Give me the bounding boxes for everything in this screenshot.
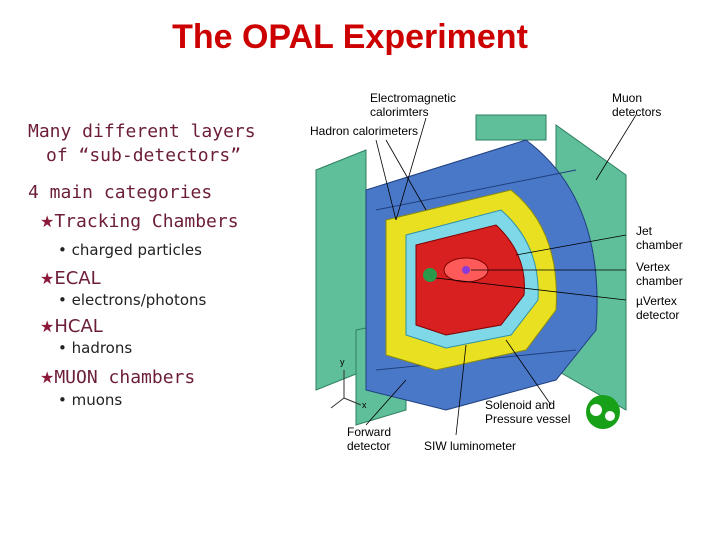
category-item: ★MUON chambers bbox=[40, 367, 195, 388]
label-forward: Forward detector bbox=[347, 425, 392, 453]
vertex-chamber bbox=[462, 266, 470, 274]
opal-logo bbox=[586, 395, 620, 429]
star-icon: ★ bbox=[40, 269, 55, 288]
category-detail-text: electrons/photons bbox=[71, 291, 207, 309]
label-solenoid: Solenoid and Pressure vessel bbox=[485, 398, 571, 426]
label-muon: Muon detectors bbox=[612, 91, 662, 119]
category-name: HCAL bbox=[54, 316, 103, 337]
category-name: ECAL bbox=[54, 268, 101, 289]
category-item: ★HCAL bbox=[40, 316, 103, 337]
label-pointers bbox=[365, 114, 637, 436]
categories-heading: 4 main categories bbox=[28, 182, 213, 203]
axis-x-label: x bbox=[362, 400, 367, 410]
category-item: ★ECAL bbox=[40, 268, 101, 289]
label-siw: SIW luminometer bbox=[424, 439, 517, 453]
page-title: The OPAL Experiment bbox=[172, 18, 528, 56]
category-name: MUON chambers bbox=[54, 367, 196, 388]
category-detail: • muons bbox=[58, 391, 123, 409]
category-detail-text: charged particles bbox=[71, 241, 202, 259]
category-detail: • electrons/photons bbox=[58, 291, 207, 309]
label-hadron: Hadron calorimeters bbox=[310, 124, 419, 138]
label-uvertex: µVertex detector bbox=[636, 294, 680, 322]
axis-y-label: y bbox=[340, 357, 345, 367]
star-icon: ★ bbox=[40, 212, 55, 231]
label-jet: Jet chamber bbox=[636, 224, 683, 252]
star-icon: ★ bbox=[40, 317, 55, 336]
jet-chamber bbox=[415, 224, 525, 336]
category-item: ★Tracking Chambers bbox=[40, 211, 239, 232]
micro-vertex-detector bbox=[423, 268, 437, 282]
label-electromagnetic: Electromagnetic calorimters bbox=[370, 91, 457, 119]
category-detail: • hadrons bbox=[58, 339, 133, 357]
category-detail-text: hadrons bbox=[71, 339, 133, 357]
category-detail-text: muons bbox=[71, 391, 123, 409]
axis-glyph bbox=[330, 370, 362, 409]
category-detail: • charged particles bbox=[58, 241, 202, 259]
intro-line-2: of “sub-detectors” bbox=[46, 145, 242, 166]
category-name: Tracking Chambers bbox=[54, 211, 239, 232]
star-icon: ★ bbox=[40, 368, 55, 387]
intro-line-1: Many different layers bbox=[28, 121, 256, 142]
opal-detector-diagram: y x bbox=[315, 114, 637, 436]
label-vertex: Vertex chamber bbox=[636, 260, 683, 288]
